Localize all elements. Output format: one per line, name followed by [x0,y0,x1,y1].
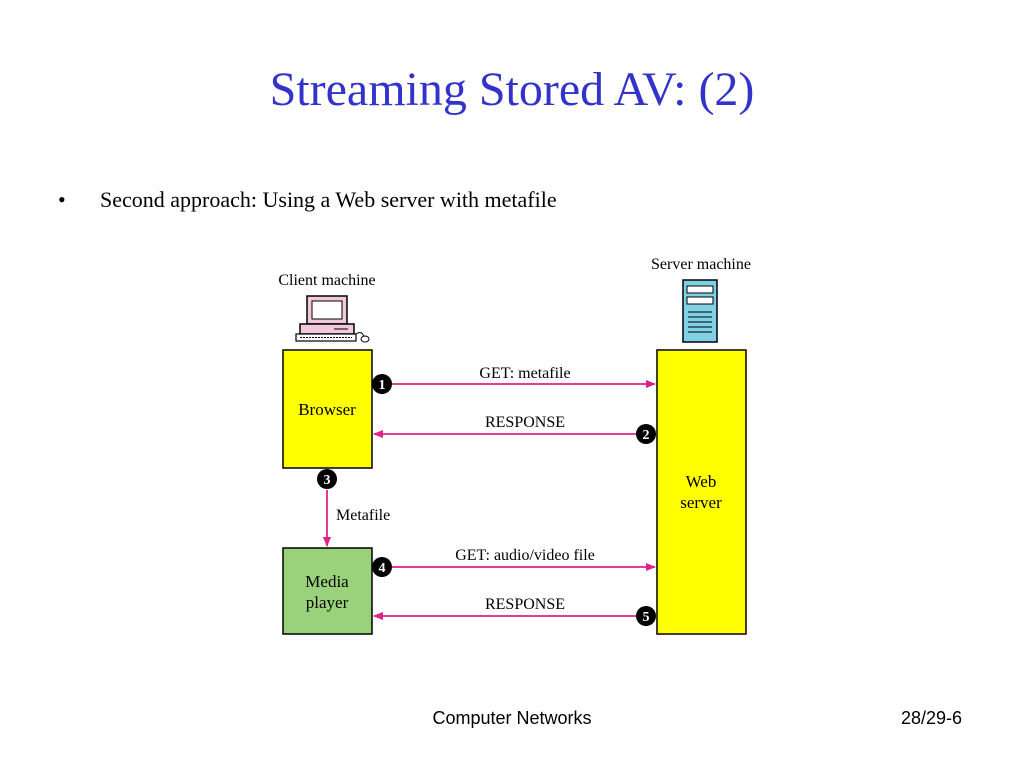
client-computer-icon [295,295,370,343]
bullet-text: Second approach: Using a Web server with… [100,187,557,212]
step-3-circle [317,469,337,489]
footer-course-name: Computer Networks [432,708,592,728]
step-2-circle [636,424,656,444]
bullet-symbol: • [58,187,66,212]
server-tower-icon [682,279,718,343]
media-player-label-line2: player [306,593,349,612]
slide-title: Streaming Stored AV: (2) [269,63,755,116]
get-audio-video-label: GET: audio/video file [455,547,595,564]
browser-box [282,349,373,469]
web-server-label-line1: Web [686,472,717,491]
step-5-number: 5 [643,610,650,625]
server-machine-label: Server machine [651,256,751,273]
step-3-number: 3 [324,473,331,488]
get-metafile-label: GET: metafile [479,365,570,382]
web-server-label-line2: server [680,493,722,512]
step-2-number: 2 [643,428,650,443]
response-2-label: RESPONSE [485,596,565,613]
step-5-circle [636,606,656,626]
step-1-number: 1 [379,378,386,393]
client-machine-label: Client machine [278,272,375,289]
step-4-number: 4 [379,561,386,576]
step-4-circle [372,557,392,577]
media-player-label-line1: Media [305,572,349,591]
web-server-box [656,349,747,635]
media-player-box [282,547,373,635]
step-1-circle [372,374,392,394]
metafile-label: Metafile [336,507,390,524]
response-1-label: RESPONSE [485,414,565,431]
browser-label: Browser [298,400,356,419]
footer-page-number: 28/29-6 [900,708,962,728]
